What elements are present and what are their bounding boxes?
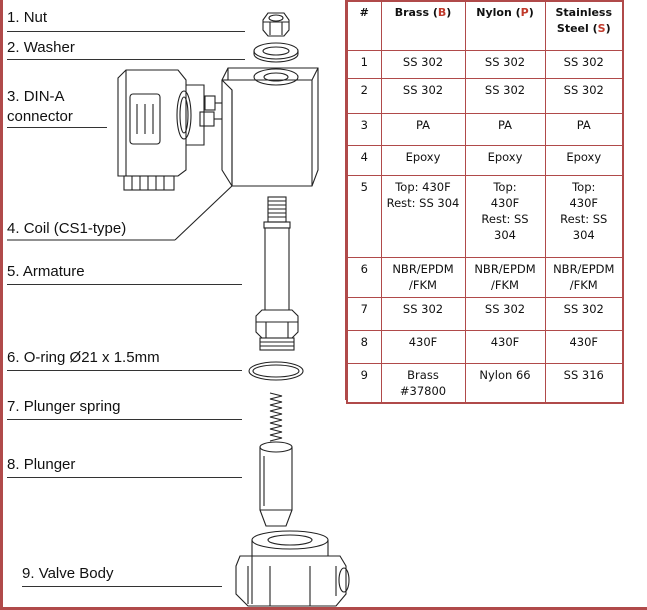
part-label-4: 4. Coil (CS1-type): [7, 220, 127, 237]
part-label-8: 8. Plunger: [7, 456, 76, 473]
plunger-icon: [259, 441, 293, 527]
cell-steel: SS 302: [544, 50, 624, 79]
cell-brass: 430F: [380, 330, 466, 364]
underline-9: [22, 586, 222, 587]
underline-1: [7, 31, 245, 32]
cell-brass: PA: [380, 113, 466, 146]
cell-brass: SS 302: [380, 78, 466, 114]
cell-nylon: Nylon 66: [464, 363, 546, 404]
part-label-6: 6. O-ring Ø21 x 1.5mm: [7, 349, 160, 366]
cell-part-number: 7: [346, 297, 382, 331]
underline-5: [7, 284, 242, 285]
part-label-7: 7. Plunger spring: [7, 398, 121, 415]
cell-steel: SS 316: [544, 363, 624, 404]
underline-6: [7, 370, 242, 371]
cell-part-number: 3: [346, 113, 382, 146]
cell-part-number: 4: [346, 145, 382, 176]
cell-brass: Epoxy: [380, 145, 466, 176]
cell-steel: PA: [544, 113, 624, 146]
underline-2: [7, 59, 245, 60]
part-label-3b: connector: [7, 108, 73, 125]
cell-part-number: 5: [346, 175, 382, 258]
part-label-9: 9. Valve Body: [22, 565, 114, 582]
cell-part-number: 2: [346, 78, 382, 114]
plunger-spring-icon: [269, 392, 283, 442]
cell-nylon: PA: [464, 113, 546, 146]
part-label-2: 2. Washer: [7, 39, 75, 56]
coil-leader-line: [174, 184, 234, 241]
washer-icon: [253, 42, 299, 63]
valve-body-icon: [235, 530, 350, 607]
underline-3: [7, 127, 107, 128]
cell-steel: NBR/EPDM/FKM: [544, 257, 624, 298]
coil-icon: [199, 67, 319, 187]
o-ring-icon: [248, 361, 304, 381]
cell-brass: Brass #37800: [380, 363, 466, 404]
cell-steel: SS 302: [544, 297, 624, 331]
col-header-brass: Brass (B): [380, 0, 466, 51]
cell-part-number: 9: [346, 363, 382, 404]
cell-steel: Epoxy: [544, 145, 624, 176]
cell-nylon: SS 302: [464, 50, 546, 79]
cell-nylon: 430F: [464, 330, 546, 364]
armature-icon: [255, 196, 299, 351]
part-label-3: 3. DIN-A: [7, 88, 65, 105]
nut-icon: [262, 12, 290, 37]
frame-bottom: [0, 607, 647, 610]
part-label-5: 5. Armature: [7, 263, 85, 280]
cell-part-number: 6: [346, 257, 382, 298]
cell-nylon: SS 302: [464, 297, 546, 331]
cell-steel: 430F: [544, 330, 624, 364]
cell-nylon: SS 302: [464, 78, 546, 114]
cell-part-number: 8: [346, 330, 382, 364]
cell-nylon: Epoxy: [464, 145, 546, 176]
cell-nylon: NBR/EPDM/FKM: [464, 257, 546, 298]
cell-brass: SS 302: [380, 50, 466, 79]
part-label-1: 1. Nut: [7, 9, 48, 26]
underline-8: [7, 477, 242, 478]
col-header-number: #: [346, 0, 382, 51]
cell-brass: NBR/EPDM/FKM: [380, 257, 466, 298]
col-header-nylon: Nylon (P): [464, 0, 546, 51]
underline-7: [7, 419, 242, 420]
frame-left: [0, 0, 3, 610]
cell-brass: SS 302: [380, 297, 466, 331]
din-connector-icon: [117, 69, 205, 191]
cell-steel: SS 302: [544, 78, 624, 114]
cell-part-number: 1: [346, 50, 382, 79]
